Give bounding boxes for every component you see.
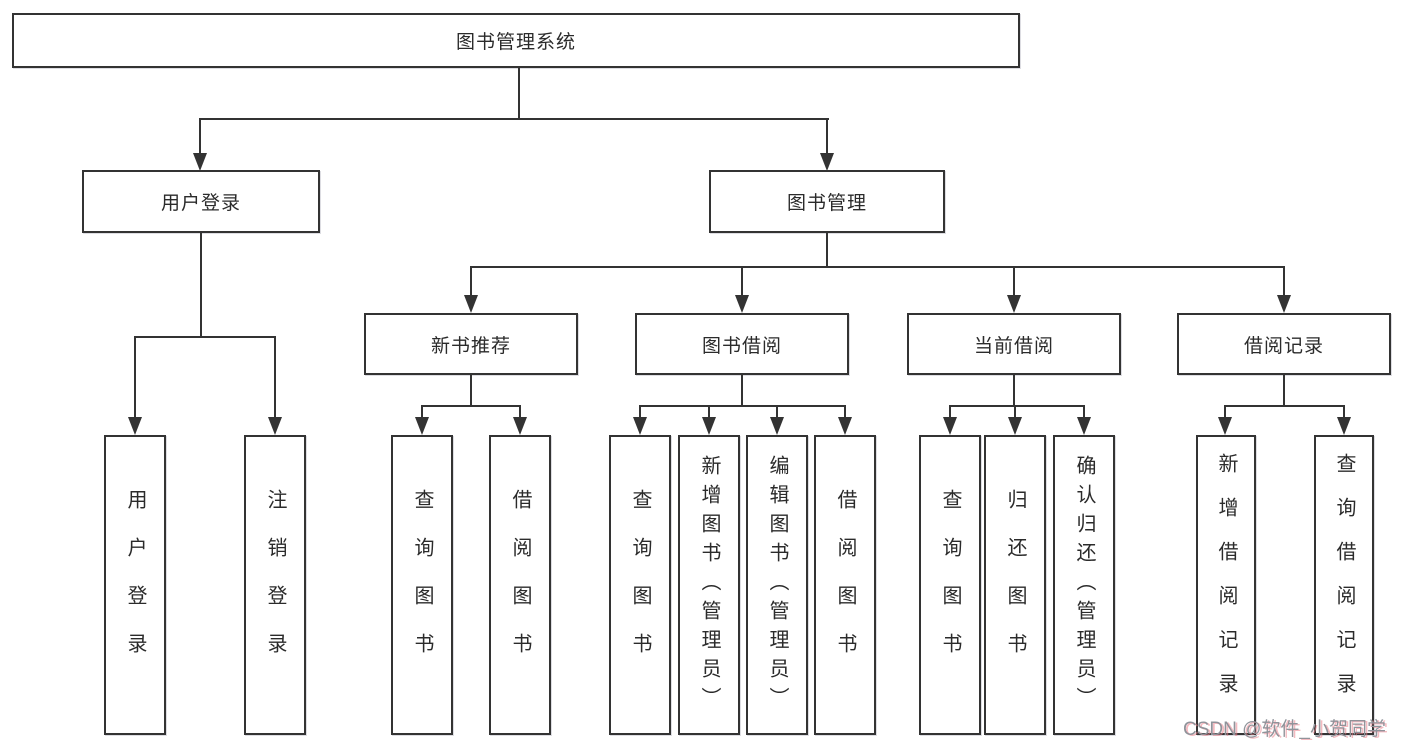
arrow-down-icon [415, 417, 429, 435]
leaf-borrow-books: 借阅图书 [489, 435, 551, 735]
leaf-query-borrow-record: 查询借阅记录 [1314, 435, 1374, 735]
arrow-down-icon [1337, 417, 1351, 435]
connector-stem [1013, 266, 1015, 297]
connector-stem [708, 405, 710, 419]
connector-user-login-stem [199, 118, 201, 155]
arrow-down-icon [464, 295, 478, 313]
connector-down [1013, 375, 1015, 407]
connector-level2-rail [200, 118, 829, 120]
node-book-management: 图书管理 [709, 170, 945, 233]
connector-stem [421, 405, 423, 419]
leaf-edit-books-admin: 编辑图书（管理员） [746, 435, 808, 735]
leaf-label: 用户登录 [124, 489, 146, 681]
leaf-label: 查询图书 [629, 489, 651, 681]
leaf-label: 查询图书 [411, 489, 433, 681]
arrow-down-icon [820, 153, 834, 171]
leaf-label: 新增借阅记录 [1215, 453, 1237, 717]
node-book-management-label: 图书管理 [786, 193, 867, 214]
connector-book-mgmt-stem [826, 118, 828, 155]
connector-stem [1014, 405, 1016, 419]
connector-stem [1083, 405, 1085, 419]
node-new-book-recommend: 新书推荐 [364, 313, 578, 375]
connector-down [470, 375, 472, 407]
leaf-label: 借阅图书 [834, 489, 856, 681]
connector-rail [640, 405, 845, 407]
leaf-confirm-return-admin: 确认归还（管理员） [1053, 435, 1115, 735]
arrow-down-icon [1277, 295, 1291, 313]
arrow-down-icon [838, 417, 852, 435]
leaf-user-login: 用户登录 [104, 435, 166, 735]
node-root-label: 图书管理系统 [455, 32, 576, 53]
node-new-book-recommend-label: 新书推荐 [430, 335, 511, 357]
arrow-down-icon [1077, 417, 1091, 435]
connector-stem [741, 266, 743, 297]
connector-stem [1224, 405, 1226, 419]
arrow-down-icon [128, 417, 142, 435]
node-root: 图书管理系统 [12, 13, 1020, 68]
leaf-label: 确认归还（管理员） [1073, 454, 1095, 716]
connector-stem [844, 405, 846, 419]
leaf-label: 查询图书 [939, 489, 961, 681]
leaf-label: 注销登录 [264, 489, 286, 681]
arrow-down-icon [735, 295, 749, 313]
connector-stem [134, 336, 136, 419]
leaf-label: 新增图书（管理员） [698, 454, 720, 716]
arrow-down-icon [1008, 417, 1022, 435]
arrow-down-icon [943, 417, 957, 435]
connector-stem [470, 266, 472, 297]
leaf-query-books: 查询图书 [391, 435, 453, 735]
connector-down [1283, 375, 1285, 407]
connector-down [741, 375, 743, 407]
leaf-logout: 注销登录 [244, 435, 306, 735]
leaf-query-books: 查询图书 [609, 435, 671, 735]
connector-stem [1343, 405, 1345, 419]
arrow-down-icon [770, 417, 784, 435]
connector-stem [949, 405, 951, 419]
arrow-down-icon [193, 153, 207, 171]
leaf-borrow-books: 借阅图书 [814, 435, 876, 735]
node-user-login: 用户登录 [82, 170, 320, 233]
connector-root-stem [518, 67, 520, 119]
connector-stem [1283, 266, 1285, 297]
connector-rail [422, 405, 521, 407]
connector-user-login-rail [135, 336, 276, 338]
arrow-down-icon [702, 417, 716, 435]
connector-sections-rail [470, 266, 1285, 268]
connector-book-mgmt-down [826, 233, 828, 268]
node-current-borrow: 当前借阅 [907, 313, 1121, 375]
arrow-down-icon [268, 417, 282, 435]
node-book-borrow-label: 图书借阅 [701, 335, 782, 357]
connector-stem [519, 405, 521, 419]
leaf-add-borrow-record: 新增借阅记录 [1196, 435, 1256, 735]
leaf-label: 查询借阅记录 [1333, 453, 1355, 717]
node-borrow-records-label: 借阅记录 [1243, 335, 1324, 357]
leaf-label: 借阅图书 [509, 489, 531, 681]
connector-user-login-down [200, 233, 202, 338]
arrow-down-icon [1218, 417, 1232, 435]
leaf-label: 编辑图书（管理员） [766, 454, 788, 716]
leaf-query-books: 查询图书 [919, 435, 981, 735]
arrow-down-icon [633, 417, 647, 435]
connector-rail [950, 405, 1085, 407]
connector-rail [1225, 405, 1344, 407]
leaf-return-books: 归还图书 [984, 435, 1046, 735]
leaf-label: 归还图书 [1004, 489, 1026, 681]
node-borrow-records: 借阅记录 [1177, 313, 1391, 375]
arrow-down-icon [1007, 295, 1021, 313]
node-user-login-label: 用户登录 [160, 193, 241, 214]
node-book-borrow: 图书借阅 [635, 313, 849, 375]
arrow-down-icon [513, 417, 527, 435]
connector-stem [639, 405, 641, 419]
node-current-borrow-label: 当前借阅 [973, 335, 1054, 357]
connector-stem [274, 336, 276, 419]
csdn-watermark: CSDN @软件_小贺同学 [1183, 719, 1386, 740]
connector-stem [776, 405, 778, 419]
leaf-add-books-admin: 新增图书（管理员） [678, 435, 740, 735]
